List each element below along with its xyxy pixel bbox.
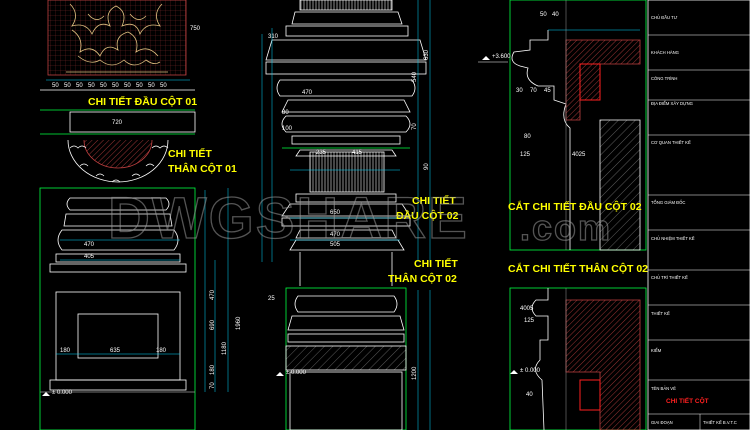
title-block-row: CÔNG TRÌNH (651, 76, 677, 81)
title-dau-cot-02-line1: CHI TIẾT (412, 194, 456, 207)
level-label: +3.600 (492, 54, 511, 60)
dim-label: 50 (52, 83, 59, 89)
column-02-dimension-labels: 310 470 415 235 80 100 650 470 505 540 6… (268, 34, 430, 380)
dim-label: 540 (412, 71, 418, 82)
dim-label: 235 (316, 150, 327, 156)
dim-label: 1960 (236, 316, 242, 330)
watermark-suffix: .com (520, 207, 612, 248)
dim-label: 470 (210, 289, 216, 300)
dim-label: 180 (156, 348, 167, 354)
title-block-row: TỔNG GIÁM ĐỐC (651, 200, 685, 205)
dim-label: 180 (60, 348, 71, 354)
title-than-cot-02-line1: CHI TIẾT (414, 257, 458, 270)
dim-label: 720 (112, 120, 123, 126)
title-block-row: THIẾT KẾ (651, 311, 670, 316)
dim-label: 90 (424, 163, 430, 170)
dim-label: 4025 (572, 152, 586, 158)
dim-label: 1180 (222, 341, 228, 355)
corinthian-capital (66, 3, 168, 73)
title-block-row: ĐỊA ĐIỂM XÂY DỰNG (651, 101, 693, 106)
dim-label: 690 (210, 319, 216, 330)
dim-label: 50 (76, 83, 83, 89)
drawing-name: CHI TIẾT CỘT (666, 395, 709, 405)
dim-label: 50 (124, 83, 131, 89)
dim-label: 40 (526, 392, 533, 398)
dim-label: 30 (516, 88, 523, 94)
dim-label: 70 (412, 123, 418, 130)
title-block-row: KHÁCH HÀNG (651, 50, 679, 55)
dim-label: 45 (544, 88, 551, 94)
title-dau-cot-01: CHI TIẾT ĐẦU CỘT 01 (88, 95, 197, 108)
dim-label: 470 (330, 232, 341, 238)
dim-label: 100 (282, 126, 293, 132)
column-01-elevation (39, 0, 196, 430)
title-dau-cot-02-line2: ĐẦU CỘT 02 (396, 209, 459, 222)
dim-label: 70 (530, 88, 537, 94)
title-than-cot-02-line2: THÂN CỘT 02 (388, 272, 457, 285)
dim-label: 405 (84, 254, 95, 260)
section-views (509, 0, 647, 430)
title-block-row: CHỦ TRÌ THIẾT KẾ (651, 275, 688, 280)
watermark-text: DWGSHARE (108, 186, 469, 251)
dim-label: 415 (352, 150, 363, 156)
title-block-row: CHỦ NHIỆM THIẾT KẾ (651, 236, 695, 241)
title-cat-than-cot-02: CẮT CHI TIẾT THÂN CỘT 02 (508, 262, 648, 275)
dim-label: 70 (210, 382, 216, 389)
title-block-row: KIỂM (651, 348, 662, 353)
dim-label: 125 (524, 318, 535, 324)
title-than-cot-01-line2: THÂN CỘT 01 (168, 162, 237, 175)
stage-value: THIẾT KẾ B.V.T.C (703, 420, 737, 425)
dim-label: 50 (160, 83, 167, 89)
section-dimension-labels: 50 40 30 70 45 80 125 4025 125 4005 40 (516, 12, 586, 398)
dim-label: 40 (552, 12, 559, 18)
dim-label: 50 (148, 83, 155, 89)
watermark: DWGSHARE .com (107, 185, 612, 251)
column-01-dimension-lines (46, 79, 229, 392)
dim-label: 180 (210, 364, 216, 375)
dim-label: 630 (424, 49, 430, 60)
dim-label: 505 (330, 242, 341, 248)
column-02-elevation (265, 0, 427, 430)
dim-label: 80 (524, 134, 531, 140)
dim-label: 650 (330, 210, 341, 216)
level-markers: +3.600 ± 0.000 ± 0.000 ± 0.000 (42, 54, 541, 396)
column-02-dimension-lines (261, 0, 431, 430)
column-01-dimension-labels: 50 50 50 50 50 50 50 50 50 50 750 720 47… (52, 26, 242, 389)
dim-label: 470 (302, 90, 313, 96)
dim-label: 50 (88, 83, 95, 89)
dim-label: 50 (136, 83, 143, 89)
dim-label: 635 (110, 348, 121, 354)
stage-label: GIAI ĐOẠN (651, 420, 673, 425)
dim-label: 50 (64, 83, 71, 89)
dim-label: 750 (190, 26, 201, 32)
level-label: ± 0.000 (520, 368, 541, 374)
title-block-row: CƠ QUAN THIẾT KẾ (651, 140, 691, 145)
title-cat-dau-cot-02: CẮT CHI TIẾT ĐẦU CỘT 02 (508, 200, 642, 213)
title-block-row: TÊN BẢN VẼ (651, 386, 676, 391)
dim-label: 50 (100, 83, 107, 89)
level-label: ± 0.000 (52, 390, 73, 396)
dim-label: 125 (520, 152, 531, 158)
dim-label: 50 (112, 83, 119, 89)
dim-label: 470 (84, 242, 95, 248)
dim-label: 80 (282, 110, 289, 116)
title-than-cot-01-line1: CHI TIẾT (168, 147, 212, 160)
dim-label: 50 (540, 12, 547, 18)
level-label: ± 0.000 (286, 370, 307, 376)
capital-grid (47, 0, 187, 76)
title-block: CHỦ ĐẦU TƯ KHÁCH HÀNG CÔNG TRÌNH ĐỊA ĐIỂ… (647, 0, 750, 430)
title-block-row: CHỦ ĐẦU TƯ (651, 15, 678, 20)
dim-label: 1200 (412, 366, 418, 380)
dim-label: 25 (268, 296, 275, 302)
dim-label: 4005 (520, 306, 534, 312)
dim-label: 310 (268, 34, 279, 40)
